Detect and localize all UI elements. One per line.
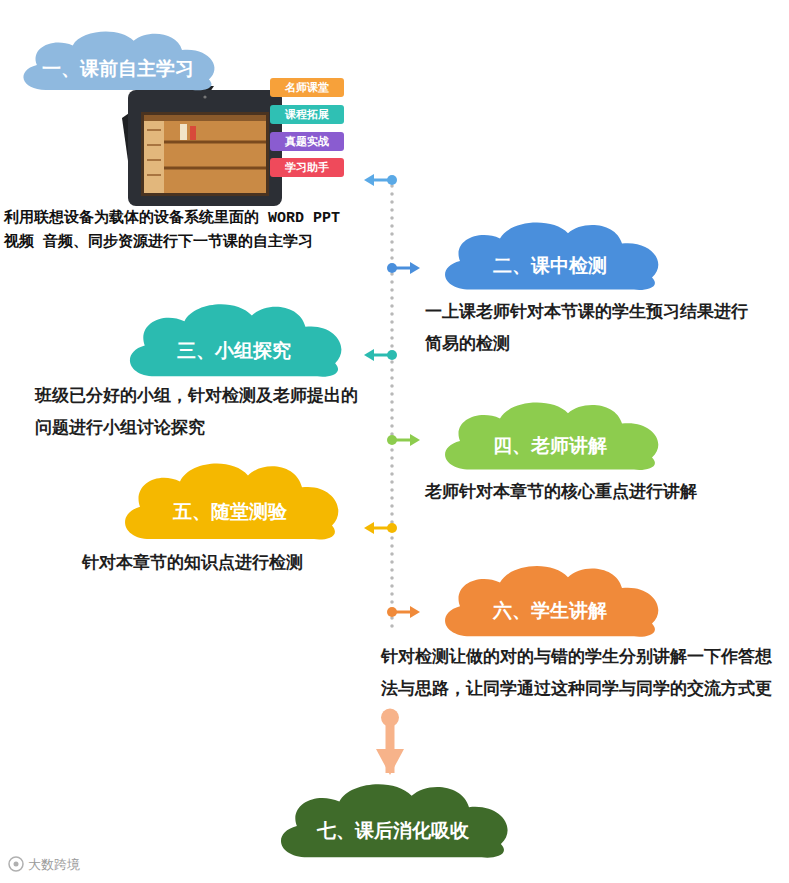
menu-button: 名师课堂: [270, 78, 344, 97]
step-heading: 二、课中检测: [493, 253, 607, 279]
pointer-line: [372, 527, 392, 530]
step-description: 针对本章节的知识点进行检测: [82, 547, 382, 579]
cloud-area: 三、小组探究: [115, 296, 353, 380]
step-heading: 五、随堂测验: [173, 499, 287, 525]
heading-holder: 七、课后消化吸收: [265, 807, 520, 856]
shelf-top: [144, 115, 266, 121]
logo-dot: [14, 862, 19, 867]
cloud-shape: [430, 558, 670, 640]
cloud-node: 六、学生讲解针对检测让做的对的与错的学生分别讲解一下作答想 法与思路，让同学通过…: [381, 558, 781, 706]
pointer-line: [392, 439, 412, 442]
step-description: 针对检测让做的对的与错的学生分别讲解一下作答想 法与思路，让同学通过这种同学与同…: [381, 641, 781, 706]
pointer-line: [372, 179, 392, 182]
tablet-illustration: [122, 86, 282, 206]
heading-holder: 六、学生讲解: [430, 588, 670, 636]
timeline-pointer: [364, 174, 397, 186]
cloud-shape: [430, 215, 670, 293]
shelf-sidebar: [144, 115, 164, 193]
cloud-area: 一、课前自主学习: [10, 25, 225, 93]
cloud-outline: [125, 464, 338, 540]
timeline-pointer: [387, 434, 420, 446]
sidebar-item: [147, 174, 161, 176]
step-heading: 七、课后消化吸收: [317, 818, 469, 844]
timeline-pointer: [364, 522, 397, 534]
cloud-area: 六、学生讲解: [430, 558, 670, 640]
logo-ring: [9, 857, 23, 871]
flow-arrow: [386, 718, 395, 773]
cloud-area: 七、课后消化吸收: [265, 776, 520, 861]
pointer-head: [410, 606, 420, 618]
heading-holder: 三、小组探究: [115, 326, 353, 375]
cloud-node: 二、课中检测一上课老师针对本节课的学生预习结果进行 简易的检测: [425, 215, 760, 361]
step-heading: 四、老师讲解: [493, 433, 607, 459]
heading-holder: 五、随堂测验: [110, 487, 350, 538]
sidebar-item: [147, 129, 161, 131]
cloud-outline: [23, 32, 214, 91]
cloud-node: 七、课后消化吸收: [265, 776, 520, 861]
tablet-screen: [141, 112, 269, 196]
shelf-board: [164, 141, 266, 144]
cloud-shape: [115, 296, 353, 380]
tablet-camera: [203, 95, 206, 98]
sidebar-item: [147, 159, 161, 161]
pointer-head: [364, 522, 374, 534]
step-heading: 三、小组探究: [177, 338, 291, 364]
watermark-logo: [9, 857, 23, 871]
heading-holder: 二、课中检测: [430, 243, 670, 288]
heading-holder: 四、老师讲解: [430, 423, 670, 468]
cloud-area: 四、老师讲解: [430, 395, 670, 473]
step-description: 老师针对本章节的核心重点进行讲解: [425, 476, 725, 508]
shelf-board: [164, 167, 266, 170]
cloud-outline: [130, 304, 341, 377]
pointer-line: [372, 354, 392, 357]
cloud-outline: [445, 566, 658, 637]
cloud-node: 四、老师讲解老师针对本章节的核心重点进行讲解: [425, 395, 725, 508]
pointer-head: [364, 349, 374, 361]
timeline-dots: [390, 178, 394, 632]
cloud-node: 五、随堂测验针对本章节的知识点进行检测: [82, 455, 382, 579]
step-description: 一上课老师针对本节课的学生预习结果进行 简易的检测: [425, 296, 760, 361]
bookshelf: [144, 115, 266, 193]
timeline-pointer: [364, 349, 397, 361]
cloud-node: 三、小组探究班级已分好的小组，针对检测及老师提出的 问题进行小组讨论探究: [35, 296, 370, 445]
book: [190, 126, 196, 140]
pointer-head: [410, 434, 420, 446]
pointer-head: [410, 262, 420, 274]
book: [180, 124, 187, 140]
cloud-area: 二、课中检测: [430, 215, 670, 293]
button-label: 课程拓展: [285, 107, 329, 122]
menu-button: 课程拓展: [270, 105, 344, 124]
menu-button: 学习助手: [270, 158, 344, 177]
step-description: 班级已分好的小组，针对检测及老师提出的 问题进行小组讨论探究: [35, 380, 370, 445]
watermark: 大数跨境: [28, 856, 80, 874]
tablet-body: [128, 90, 282, 206]
cloud-outline: [445, 223, 658, 290]
step-heading: 六、学生讲解: [493, 598, 607, 624]
step-description: 利用联想设备为载体的设备系统里面的 WORD PPT 视频 音频、同步资源进行下…: [4, 207, 349, 255]
pointer-line: [392, 611, 412, 614]
button-label: 学习助手: [285, 160, 329, 175]
pointer-head: [364, 174, 374, 186]
timeline-pointer: [387, 606, 420, 618]
cloud-outline: [445, 403, 658, 470]
button-label: 真题实战: [285, 134, 329, 149]
cloud-outline: [281, 784, 508, 857]
cloud-area: 五、随堂测验: [110, 455, 350, 543]
heading-holder: 一、课前自主学习: [10, 49, 225, 88]
cloud-shape: [265, 776, 520, 861]
cloud-shape: [430, 395, 670, 473]
step-heading: 一、课前自主学习: [42, 56, 194, 82]
pointer-line: [392, 267, 412, 270]
cloud-shape: [110, 455, 350, 543]
menu-button: 真题实战: [270, 132, 344, 151]
sidebar-item: [147, 144, 161, 146]
timeline-pointer: [387, 262, 420, 274]
button-label: 名师课堂: [285, 80, 329, 95]
